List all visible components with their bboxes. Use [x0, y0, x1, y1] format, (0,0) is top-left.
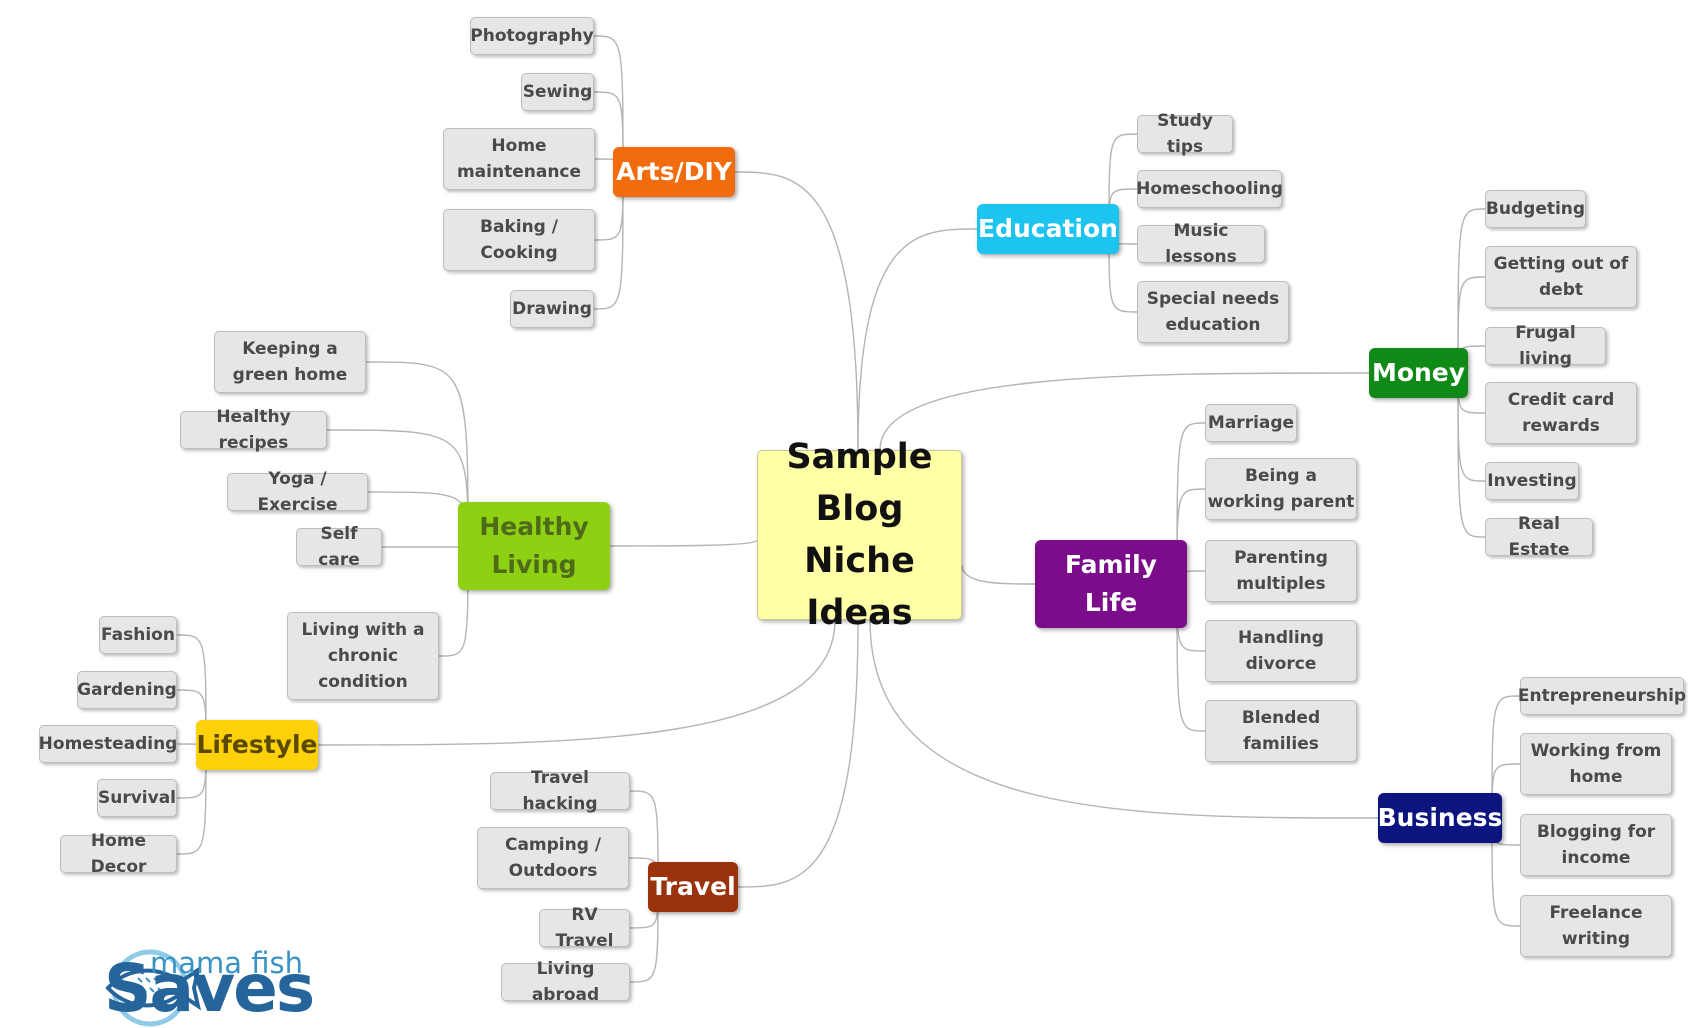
connector-branch-healthy-living	[609, 539, 758, 547]
leaf-parenting-multiples: Parenting multiples	[1205, 540, 1357, 602]
connector-leaf-yoga-exercise	[367, 491, 469, 547]
leaf-travel-hacking: Travel hacking	[490, 768, 630, 814]
branch-family-life: Family Life	[1035, 540, 1187, 628]
branch-lifestyle: Lifestyle	[196, 720, 318, 770]
connector-leaf-freelance-writing	[1491, 817, 1521, 927]
connector-leaf-home-decor	[176, 744, 207, 855]
leaf-special-needs-education: Special needs education	[1137, 281, 1289, 343]
connector-leaf-living-abroad	[629, 886, 659, 983]
leaf-healthy-recipes: Healthy recipes	[180, 407, 327, 453]
leaf-survival: Survival	[97, 779, 177, 817]
connector-leaf-getting-out-of-debt	[1457, 276, 1486, 374]
connector-leaf-drawing	[593, 171, 624, 310]
logo-small-text: mama fish	[150, 946, 304, 980]
leaf-handling-divorce: Handling divorce	[1205, 620, 1357, 682]
connector-branch-lifestyle	[317, 619, 836, 746]
leaf-working-from-home: Working from home	[1520, 733, 1672, 795]
leaf-gardening: Gardening	[77, 671, 177, 709]
leaf-entrepreneurship: Entrepreneurship	[1518, 677, 1686, 715]
leaf-homesteading: Homesteading	[39, 725, 177, 763]
logo-big-text: Saves	[104, 950, 315, 1027]
leaf-freelance-writing: Freelance writing	[1520, 895, 1672, 957]
leaf-camping-outdoors: Camping / Outdoors	[477, 827, 629, 889]
branch-healthy-living: Healthy Living	[458, 502, 610, 590]
leaf-drawing: Drawing	[510, 290, 594, 328]
leaf-home-maintenance: Home maintenance	[443, 128, 595, 190]
leaf-rv-travel: RV Travel	[539, 905, 630, 951]
connector-branch-money	[879, 372, 1370, 451]
leaf-keeping-a-green-home: Keeping a green home	[214, 331, 366, 393]
leaf-frugal-living: Frugal living	[1485, 323, 1606, 369]
leaf-being-a-working-parent: Being a working parent	[1205, 458, 1357, 520]
branch-travel: Travel	[648, 862, 738, 912]
leaf-sewing: Sewing	[521, 73, 594, 111]
leaf-marriage: Marriage	[1205, 404, 1297, 442]
leaf-music-lessons: Music lessons	[1137, 221, 1265, 267]
leaf-home-decor: Home Decor	[60, 831, 177, 877]
leaf-blogging-for-income: Blogging for income	[1520, 814, 1672, 876]
leaf-real-estate: Real Estate	[1485, 514, 1593, 560]
connector-branch-family-life	[961, 564, 1036, 585]
connector-leaf-keeping-a-green-home	[365, 361, 469, 547]
leaf-getting-out-of-debt: Getting out of debt	[1485, 246, 1637, 308]
connector-branch-travel	[737, 619, 859, 888]
branch-business: Business	[1378, 793, 1502, 843]
leaf-blended-families: Blended families	[1205, 700, 1357, 762]
leaf-study-tips: Study tips	[1137, 111, 1233, 157]
connector-branch-business	[869, 619, 1379, 819]
leaf-budgeting: Budgeting	[1485, 190, 1586, 228]
connector-leaf-travel-hacking	[629, 790, 659, 888]
branch-money: Money	[1369, 348, 1468, 398]
connector-leaf-study-tips	[1108, 133, 1138, 230]
leaf-credit-card-rewards: Credit card rewards	[1485, 382, 1637, 444]
connector-leaf-blended-families	[1176, 583, 1206, 732]
center-topic: Sample Blog Niche Ideas	[757, 437, 962, 633]
connector-leaf-entrepreneurship	[1491, 695, 1521, 819]
leaf-investing: Investing	[1485, 462, 1579, 500]
leaf-baking-cooking: Baking / Cooking	[443, 209, 595, 271]
leaf-yoga-exercise: Yoga / Exercise	[227, 469, 368, 515]
branch-arts-diy: Arts/DIY	[613, 147, 735, 197]
leaf-homeschooling: Homeschooling	[1136, 170, 1283, 208]
leaf-photography: Photography	[470, 17, 594, 55]
fish-icon	[105, 949, 202, 1027]
connector-branch-arts-diy	[734, 171, 859, 451]
connector-branch-education	[857, 228, 978, 451]
leaf-fashion: Fashion	[99, 616, 177, 654]
branch-education: Education	[977, 204, 1119, 254]
leaf-living-with-chronic-condition: Living with a chronic condition	[287, 612, 439, 700]
leaf-living-abroad: Living abroad	[501, 959, 630, 1005]
leaf-self-care: Self care	[296, 524, 382, 570]
connector-leaf-real-estate	[1457, 372, 1486, 538]
connector-leaf-self-care	[381, 545, 469, 548]
